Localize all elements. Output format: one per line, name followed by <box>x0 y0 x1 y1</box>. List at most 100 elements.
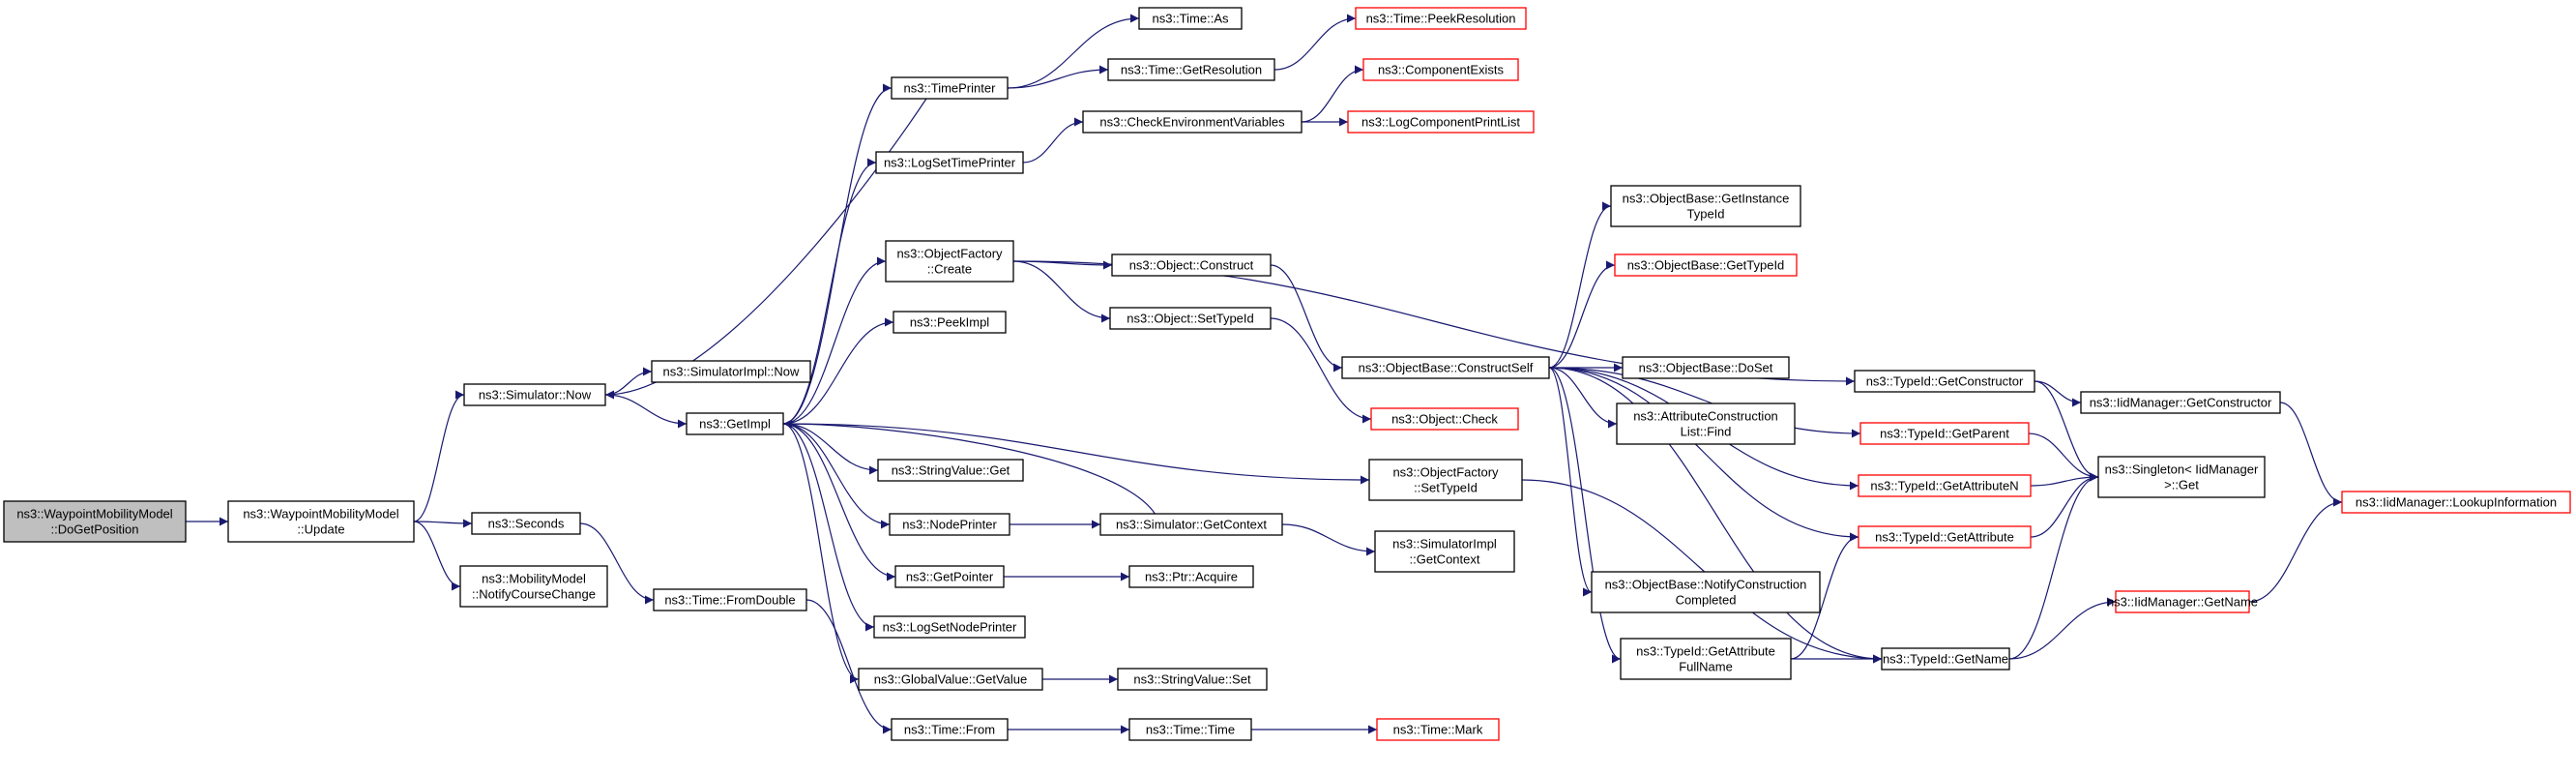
node-label: ns3::LogSetTimePrinter <box>884 156 1016 170</box>
node-box <box>686 412 784 435</box>
node-time-fromdouble[interactable]: ns3::Time::FromDouble <box>653 588 807 611</box>
node-label: ns3::GetPointer <box>906 570 994 584</box>
edges-layer <box>185 14 2343 734</box>
node-label: ns3::SimulatorImpl <box>1392 537 1497 551</box>
node-label: ns3::Simulator::GetContext <box>1116 518 1267 532</box>
node-nodeprinter[interactable]: ns3::NodePrinter <box>889 513 1010 536</box>
node-objbase-doset[interactable]: ns3::ObjectBase::DoSet <box>1622 356 1790 379</box>
node-iidmanager-getconstructor[interactable]: ns3::IidManager::GetConstructor <box>2080 391 2281 414</box>
node-box <box>1591 571 1821 613</box>
node-objfactory-settypeid[interactable]: ns3::ObjectFactory::SetTypeId <box>1368 459 1523 501</box>
edge-typeid-getconstructor-to-iidmanager-getconstructor <box>2034 380 2082 407</box>
node-box <box>893 311 1007 334</box>
node-simimpl-now[interactable]: ns3::SimulatorImpl::Now <box>651 360 811 383</box>
node-typeid-getattributen[interactable]: ns3::TypeId::GetAttributeN <box>1858 474 2032 497</box>
node-time-time[interactable]: ns3::Time::Time <box>1128 718 1252 741</box>
node-sim-getcontext[interactable]: ns3::Simulator::GetContext <box>1099 513 1283 536</box>
node-label: ns3::Time::From <box>904 723 995 737</box>
node-label: ns3::Ptr::Acquire <box>1145 570 1238 584</box>
node-root[interactable]: ns3::WaypointMobilityModel::DoGetPositio… <box>3 500 187 543</box>
node-iidmanager-getname[interactable]: ns3::IidManager::GetName <box>2107 590 2258 613</box>
node-objfactory-create[interactable]: ns3::ObjectFactory::Create <box>885 240 1014 283</box>
node-timeprinter[interactable]: ns3::TimePrinter <box>891 76 1009 100</box>
node-time-peekresolution[interactable]: ns3::Time::PeekResolution <box>1355 7 1527 30</box>
edge-getimpl-to-objfactory-create <box>782 256 887 425</box>
node-box <box>1138 7 1243 30</box>
node-stringvalue-set[interactable]: ns3::StringValue::Set <box>1117 668 1268 691</box>
node-box <box>3 500 187 543</box>
node-time-mark[interactable]: ns3::Time::Mark <box>1376 718 1500 741</box>
node-notify-course[interactable]: ns3::MobilityModel::NotifyCourseChange <box>459 565 608 608</box>
node-label: ns3::Time::GetResolution <box>1121 63 1262 77</box>
node-box <box>1128 565 1254 588</box>
node-iidmanager-lookupinfo[interactable]: ns3::IidManager::LookupInformation <box>2341 491 2571 514</box>
node-peekimpl[interactable]: ns3::PeekImpl <box>893 311 1007 334</box>
edge-timeprinter-to-sim-now <box>604 98 927 400</box>
node-singleton-get[interactable]: ns3::Singleton< IidManager >::Get <box>2097 456 2266 498</box>
node-label: ::NotifyCourseChange <box>472 587 596 602</box>
node-componentexists[interactable]: ns3::ComponentExists <box>1362 58 1519 81</box>
node-label: ::GetContext <box>1410 552 1480 567</box>
node-logsettimeprinter[interactable]: ns3::LogSetTimePrinter <box>875 151 1024 174</box>
nodes-layer: ns3::WaypointMobilityModel::DoGetPositio… <box>3 7 2571 741</box>
node-getpointer[interactable]: ns3::GetPointer <box>894 565 1005 588</box>
node-label: ns3::ObjectBase::NotifyConstruction <box>1605 578 1807 592</box>
node-time-as[interactable]: ns3::Time::As <box>1138 7 1243 30</box>
node-sim-now[interactable]: ns3::Simulator::Now <box>463 383 606 406</box>
edge-getimpl-to-peekimpl <box>782 317 894 425</box>
node-typeid-getattribute[interactable]: ns3::TypeId::GetAttribute <box>1858 525 2032 549</box>
node-box <box>885 240 1014 283</box>
node-object-settypeid[interactable]: ns3::Object::SetTypeId <box>1109 307 1272 330</box>
node-label: ns3::IidManager::LookupInformation <box>2356 495 2557 510</box>
node-label: ns3::StringValue::Get <box>892 463 1010 478</box>
edge-wmm-update-to-notify-course <box>413 521 461 591</box>
node-objbase-constructself[interactable]: ns3::ObjectBase::ConstructSelf <box>1341 356 1550 379</box>
node-getimpl[interactable]: ns3::GetImpl <box>686 412 784 435</box>
edge-objbase-constructself-to-typeid-getattribute <box>1548 367 1859 542</box>
edge-objbase-constructself-to-objbase-gettypeid <box>1548 260 1616 369</box>
node-objbase-gettypeid[interactable]: ns3::ObjectBase::GetTypeId <box>1614 253 1798 277</box>
node-box <box>1854 370 2035 393</box>
node-seconds[interactable]: ns3::Seconds <box>471 512 581 535</box>
node-typeid-getparent[interactable]: ns3::TypeId::GetParent <box>1859 422 2030 445</box>
edge-sim-now-to-getimpl <box>604 394 688 429</box>
node-label: ns3::SimulatorImpl::Now <box>663 365 800 379</box>
node-box <box>227 500 415 543</box>
node-stringvalue-get[interactable]: ns3::StringValue::Get <box>877 459 1024 482</box>
node-label: ns3::ObjectBase::DoSet <box>1639 361 1773 375</box>
node-typeid-getname[interactable]: ns3::TypeId::GetName <box>1881 647 2010 671</box>
node-label: ns3::AttributeConstruction <box>1633 409 1778 424</box>
node-globalvalue-getvalue[interactable]: ns3::GlobalValue::GetValue <box>858 668 1043 691</box>
node-box <box>1347 110 1535 134</box>
node-logsetnodeprinter[interactable]: ns3::LogSetNodePrinter <box>873 615 1026 639</box>
edge-objbase-constructself-to-typeid-getparent <box>1548 367 1861 438</box>
node-label: ns3::Object::SetTypeId <box>1127 312 1254 326</box>
node-ptr-acquire[interactable]: ns3::Ptr::Acquire <box>1128 565 1254 588</box>
node-checkenv[interactable]: ns3::CheckEnvironmentVariables <box>1082 110 1303 134</box>
edge-objbase-constructself-to-objbase-getinstancetypeid <box>1548 201 1612 369</box>
node-label: ns3::TypeId::GetParent <box>1880 427 2009 441</box>
node-object-construct[interactable]: ns3::Object::Construct <box>1111 253 1272 277</box>
node-box <box>891 718 1009 741</box>
node-simimpl-getcontext[interactable]: ns3::SimulatorImpl::GetContext <box>1374 530 1515 573</box>
node-label: ns3::LogComponentPrintList <box>1361 115 1520 130</box>
edge-getimpl-to-globalvalue-getvalue <box>782 423 860 684</box>
node-box <box>1374 530 1515 573</box>
node-objbase-notifyconstruction[interactable]: ns3::ObjectBase::NotifyConstructionCompl… <box>1591 571 1821 613</box>
node-time-from[interactable]: ns3::Time::From <box>891 718 1009 741</box>
node-label: ns3::WaypointMobilityModel <box>16 507 172 522</box>
node-label: ns3::ObjectBase::GetTypeId <box>1627 258 1785 273</box>
node-wmm-update[interactable]: ns3::WaypointMobilityModel::Update <box>227 500 415 543</box>
node-label: ns3::Time::Time <box>1146 723 1235 737</box>
node-object-check[interactable]: ns3::Object::Check <box>1370 407 1519 431</box>
node-box <box>1355 7 1527 30</box>
node-time-getresolution[interactable]: ns3::Time::GetResolution <box>1107 58 1275 81</box>
node-logcomponentprintlist[interactable]: ns3::LogComponentPrintList <box>1347 110 1535 134</box>
node-box <box>651 360 811 383</box>
node-box <box>1610 185 1801 227</box>
node-typeid-getconstructor[interactable]: ns3::TypeId::GetConstructor <box>1854 370 2035 393</box>
